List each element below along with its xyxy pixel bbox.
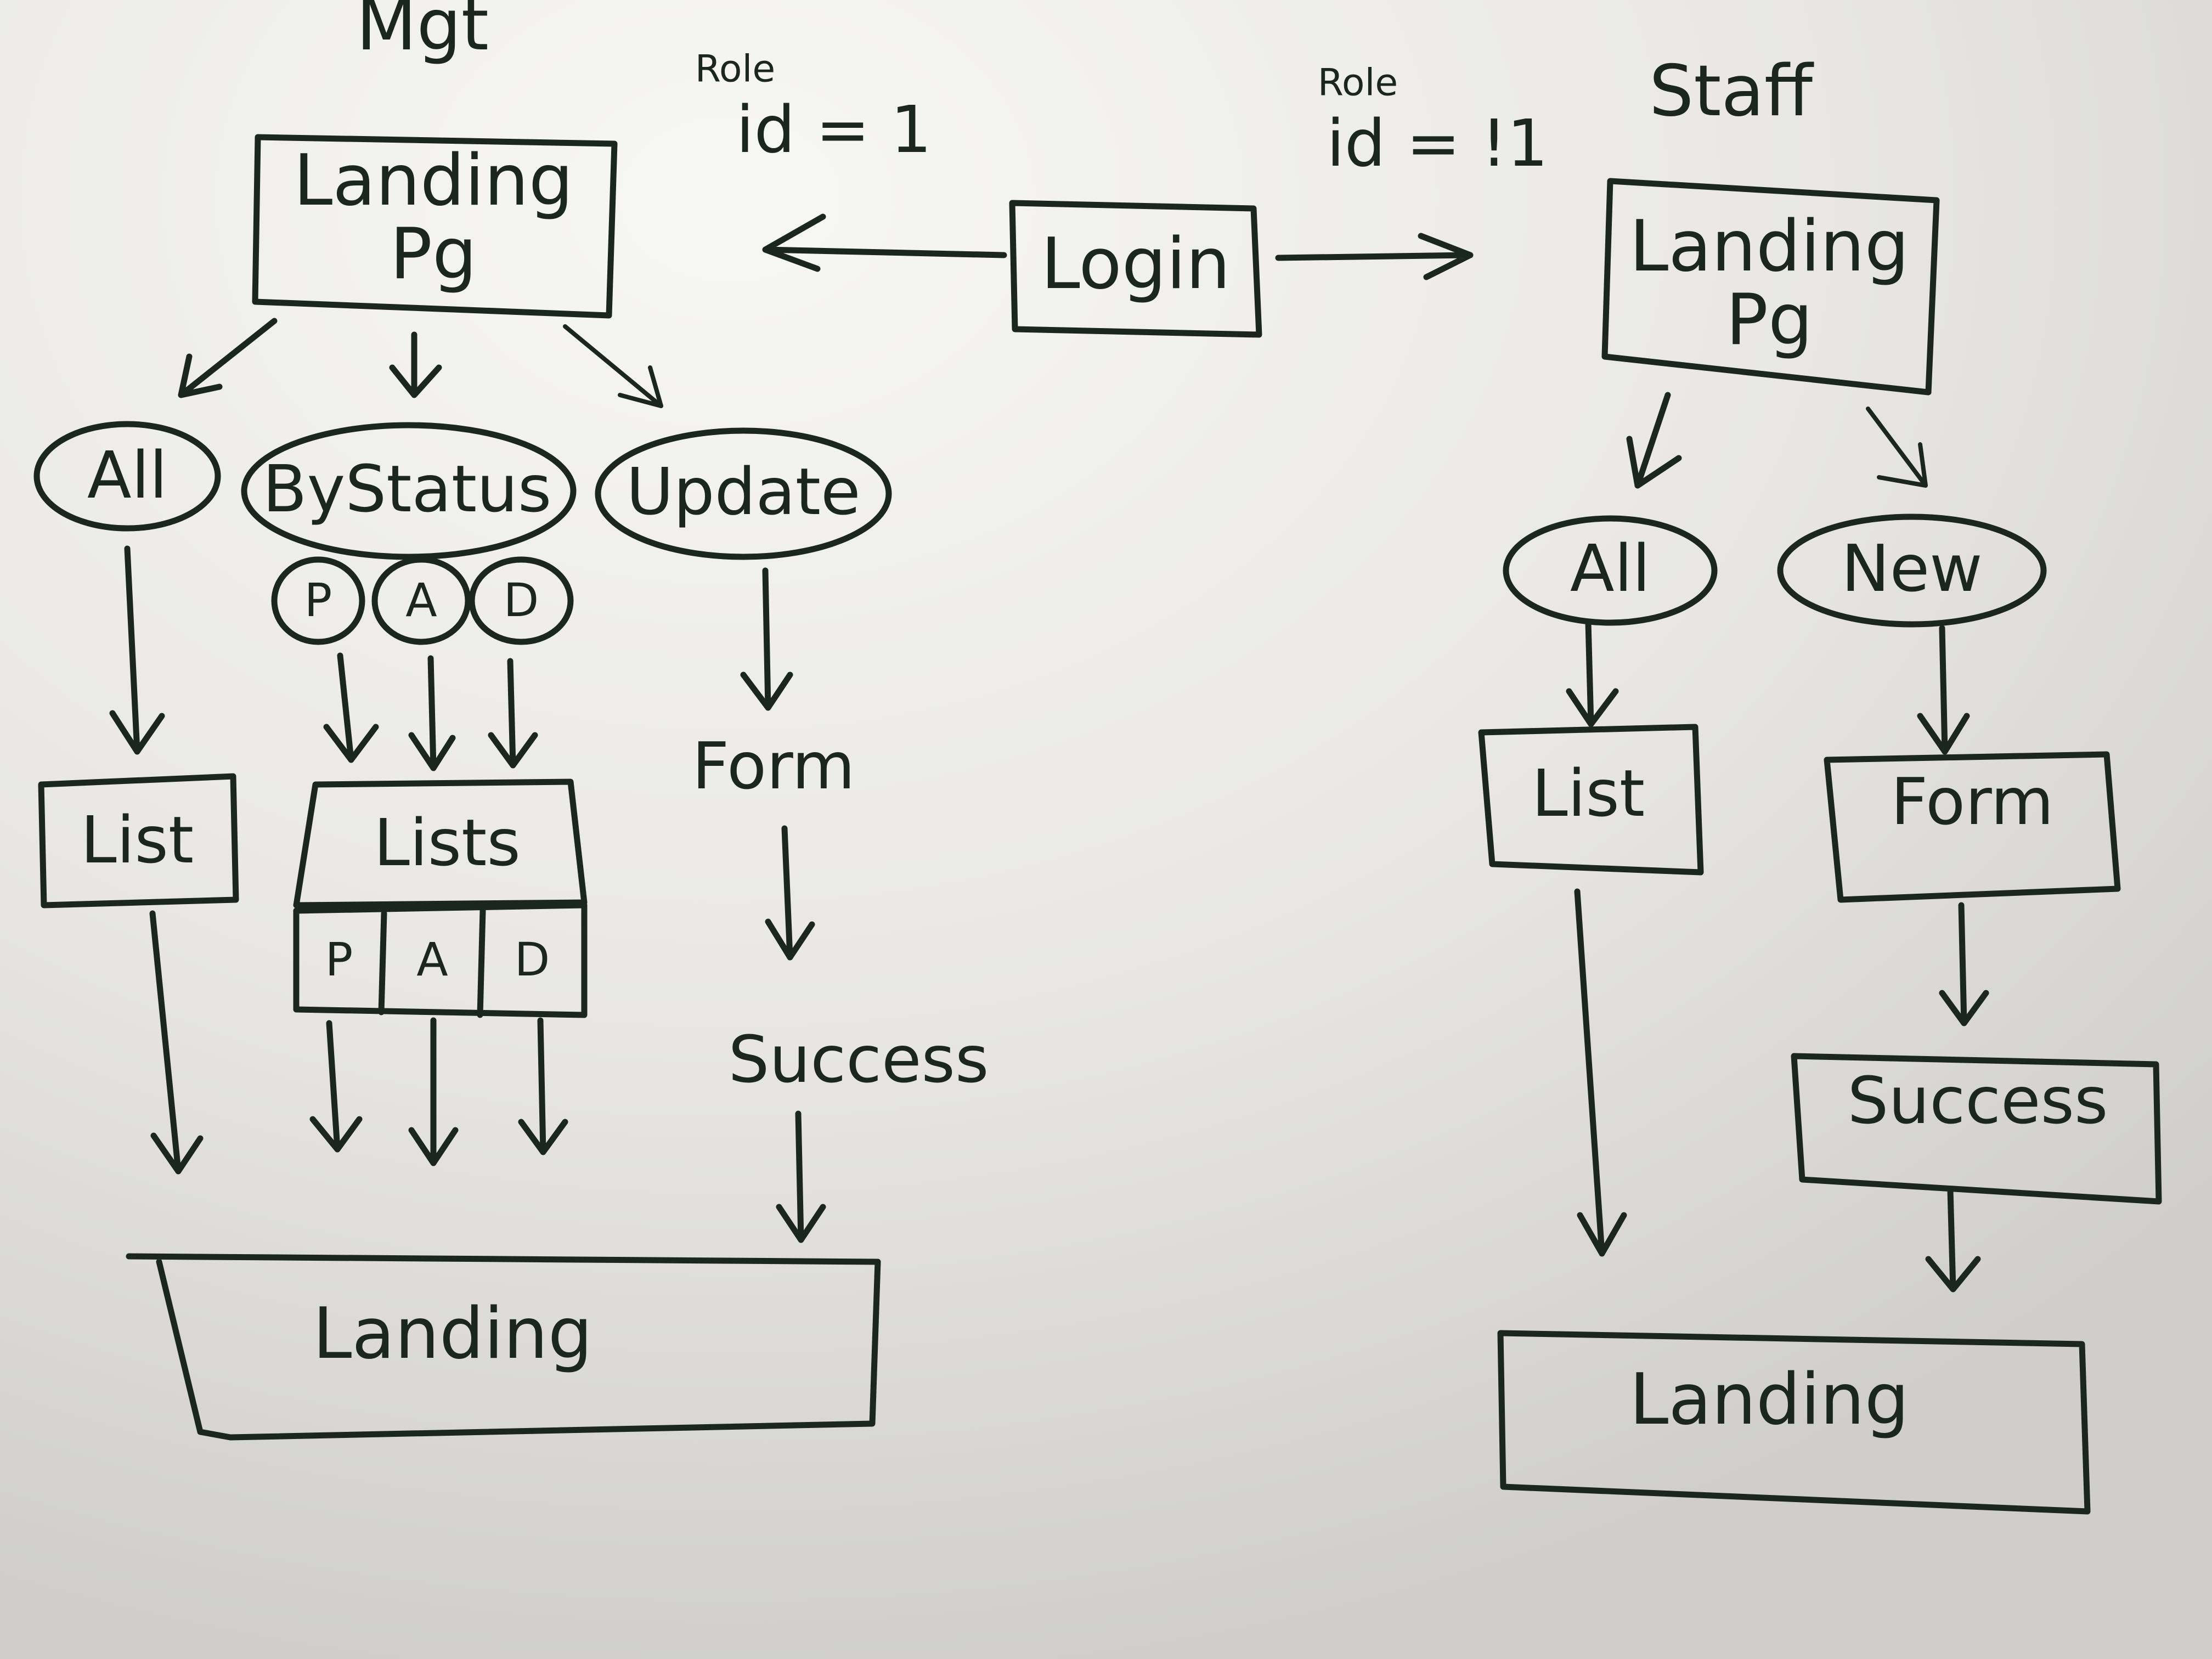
arrow-mgmt-lists-a-landing <box>408 1017 459 1166</box>
mgmt-landing-bottom-box: Landing <box>126 1253 881 1441</box>
mgmt-lists-a-label: A <box>416 933 448 986</box>
staff-new-label: New <box>1841 531 1982 606</box>
staff-role-label: Role <box>1318 61 1398 105</box>
arrow-staff-landing-all <box>1626 392 1682 489</box>
arrow-staff-new-form <box>1917 625 1970 755</box>
mgmt-status-p-node: P <box>271 556 365 645</box>
mgmt-status-a-label: A <box>405 573 437 627</box>
staff-title: Staff <box>1649 50 1814 132</box>
arrow-login-staff <box>1275 233 1474 280</box>
staff-landing-bottom-box: Landing <box>1497 1330 2091 1515</box>
mgmt-lists-p-label: P <box>325 933 353 986</box>
staff-list-box: List <box>1478 724 1704 876</box>
login-label: Login <box>1041 223 1230 305</box>
arrow-staff-landing-new <box>1866 407 1928 488</box>
mgmt-title: Mgt <box>356 0 489 66</box>
staff-form-box: Form <box>1824 751 2121 903</box>
arrow-mgmt-form-success <box>765 825 815 961</box>
mgmt-bystatus-label: ByStatus <box>263 451 552 527</box>
mgmt-status-d-label: D <box>504 573 539 627</box>
arrow-mgmt-update-form <box>740 567 793 711</box>
mgmt-form-label: Form <box>692 728 855 804</box>
mgmt-all-node: All <box>33 421 221 532</box>
mgmt-success-label: Success <box>729 1022 989 1097</box>
mgmt-list-box: List <box>38 773 239 909</box>
mgmt-status-a-node: A <box>371 556 471 645</box>
mgmt-list-label: List <box>81 802 194 878</box>
mgmt-lists-box: Lists P A D <box>293 778 588 1018</box>
mgmt-bystatus-node: ByStatus <box>241 422 577 560</box>
mgmt-status-d-node: D <box>469 556 574 645</box>
staff-landing-bottom-label: Landing <box>1629 1359 1909 1441</box>
login-box: Login <box>1009 200 1262 338</box>
staff-success-label: Success <box>1848 1063 2108 1138</box>
mgmt-all-label: All <box>87 437 167 513</box>
mgmt-lists-d-label: D <box>515 933 550 986</box>
mgmt-status-p-label: P <box>304 573 332 627</box>
arrow-mgmt-success-landing <box>776 1110 826 1243</box>
arrow-mgmt-d-lists <box>488 658 538 769</box>
arrow-staff-list-landing <box>1574 888 1627 1257</box>
arrow-mgmt-landing-all <box>178 318 278 398</box>
arrow-staff-success-landing <box>1925 1187 1981 1293</box>
arrow-mgmt-all-list <box>109 545 165 755</box>
staff-role-value: id = !1 <box>1327 105 1548 181</box>
mgmt-role-label: Role <box>695 48 776 91</box>
arrow-staff-all-list <box>1566 619 1619 727</box>
arrow-mgmt-a-lists <box>408 655 456 771</box>
staff-all-label: All <box>1570 531 1650 606</box>
arrow-mgmt-p-lists <box>323 652 379 763</box>
staff-all-node: All <box>1503 515 1718 626</box>
arrow-mgmt-lists-d-landing <box>518 1017 568 1155</box>
staff-list-label: List <box>1532 755 1645 831</box>
arrow-mgmt-landing-bystatus <box>389 331 442 398</box>
staff-form-label: Form <box>1891 764 2053 839</box>
mgmt-update-label: Update <box>626 454 860 529</box>
mgmt-lists-label: Lists <box>374 805 521 881</box>
staff-success-box: Success <box>1791 1053 2162 1205</box>
arrow-mgmt-landing-update <box>563 324 663 408</box>
arrow-mgmt-lists-p-landing <box>309 1020 363 1153</box>
arrow-login-mgmt <box>762 213 1007 272</box>
arrow-staff-form-success <box>1939 902 1989 1026</box>
staff-new-node: New <box>1777 514 2047 628</box>
arrow-mgmt-list-landing <box>149 910 204 1175</box>
mgmt-role-value: id = 1 <box>736 92 932 167</box>
mgmt-update-node: Update <box>595 427 892 560</box>
mgmt-landing-bottom-label: Landing <box>313 1293 592 1375</box>
